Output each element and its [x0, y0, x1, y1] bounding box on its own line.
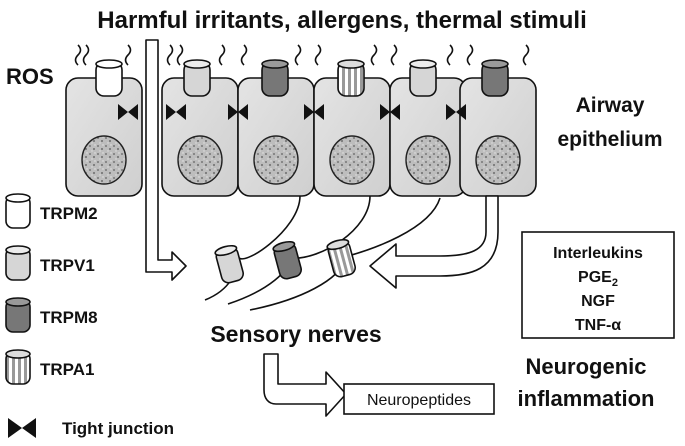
legend-tight-junction-icon: [8, 418, 36, 438]
legend-trpm2-label: TRPM2: [40, 204, 98, 223]
neurogenic-label-line1: Neurogenic: [525, 354, 646, 379]
neuropeptides-box: [343, 383, 495, 415]
legend-trpv1-icon: [5, 245, 31, 281]
tight-junction-icon: [446, 104, 466, 120]
tight-junction-icon: [166, 104, 186, 120]
cell-nuclei: [81, 135, 521, 185]
neuropeptides-label: Neuropeptides: [367, 392, 471, 409]
mediator-pge2: PGE2: [578, 269, 618, 289]
tight-junction-icon: [304, 104, 324, 120]
trpm2-channel: [95, 59, 123, 97]
nerve-trpa1-channel: [326, 238, 356, 278]
trpv1-channel: [183, 59, 211, 97]
epithelial-cells: [65, 77, 537, 197]
nerve-trpv1-channel: [214, 244, 244, 284]
legend-trpm8-icon: [5, 297, 31, 333]
neuropeptide-arrow: [263, 353, 347, 417]
tight-junction-icon: [228, 104, 248, 120]
mediator-ngf: NGF: [581, 293, 615, 310]
ros-label: ROS: [6, 64, 54, 89]
trpm8-channel: [481, 59, 509, 97]
mediator-interleukins: Interleukins: [553, 245, 643, 262]
legend: [5, 193, 36, 438]
legend-trpm8-label: TRPM8: [40, 308, 98, 327]
tight-junctions: [118, 104, 466, 120]
mediator-arrow: [369, 195, 499, 289]
trpm8-channel: [261, 59, 289, 97]
legend-trpa1-icon: [5, 349, 31, 385]
apical-channels: [95, 59, 509, 97]
nerve-channels: [214, 238, 356, 284]
mediators-box: [521, 231, 675, 339]
epithelium-label-line2: epithelium: [557, 128, 662, 151]
legend-tight-junction-label: Tight junction: [62, 419, 174, 438]
tight-junction-icon: [380, 104, 400, 120]
trpv1-channel: [409, 59, 437, 97]
nerve-trpm8-channel: [272, 240, 302, 280]
nerve-fibers: [204, 195, 441, 311]
legend-trpa1-label: TRPA1: [40, 360, 94, 379]
sensory-nerves-label: Sensory nerves: [210, 321, 381, 347]
diagram-title: Harmful irritants, allergens, thermal st…: [97, 7, 586, 34]
legend-trpv1-label: TRPV1: [40, 256, 95, 275]
neurogenic-label-line2: inflammation: [518, 386, 655, 411]
epithelium-label-line1: Airway: [576, 94, 645, 117]
tight-junction-icon: [118, 104, 138, 120]
stimulus-arrow: [145, 39, 187, 281]
mediator-tnf: TNF-α: [575, 317, 621, 334]
legend-trpm2-icon: [5, 193, 31, 229]
stimulus-waves: [74, 44, 530, 66]
trpa1-channel: [337, 59, 365, 97]
